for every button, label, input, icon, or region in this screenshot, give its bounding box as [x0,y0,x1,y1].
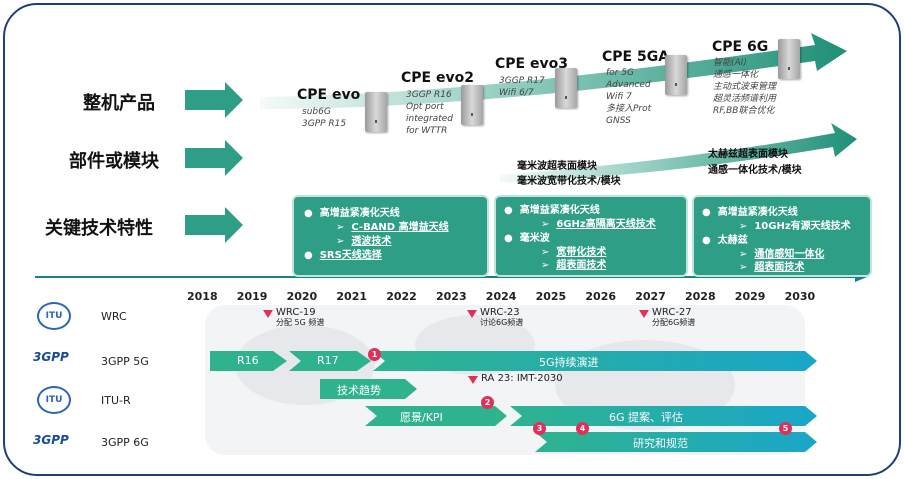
pill-proposal-label: 6G 提案、评估 [609,411,684,424]
itu-logo-wrc: ITU [37,302,71,330]
wrc19-marker [263,310,273,318]
row-arrow-modules [185,140,243,176]
pill-r17-label: R17 [317,354,339,367]
pill-tech-trend-label: 技术趋势 [337,384,381,397]
feature-box-1-bullet-2: ● SRS天线选择 [304,250,382,261]
feature-box-3-sub-3: ➢ 超表面技术 [739,262,805,273]
3gpp-logo-6g: 3GPP [33,433,69,447]
year-label: 2020 [286,290,318,303]
feature-box-2-sub-2: ➢ 宽带化技术 [541,247,607,258]
marker-5: 5 [779,422,792,435]
feature-box-3-sub-1: ➢ 10GHz有源天线技术 [739,221,851,232]
cpe-evo3-desc: 3GGP R17 Wifi 6/7 [499,76,545,98]
year-label: 2025 [535,290,567,303]
marker-4: 4 [576,422,589,435]
org-3gpp-6g: 3GPP 6G [101,436,149,449]
module-mm-wideband: 毫米波宽带化技术/模块 [517,176,621,187]
wrc27-marker [639,310,649,318]
marker-2: 2 [481,396,494,409]
pill-evolution-label: 5G持续演进 [539,356,599,369]
feature-box-2: ● 高增益紧凑化天线 ➢ 6GHz高隔离天线技术 ● 毫米波 ➢ 宽带化技术 ➢… [494,195,688,277]
year-label: 2018 [187,290,218,303]
module-mm-surface: 毫米波超表面模块 [517,161,597,172]
row-label-modules: 部件或模块 [69,151,159,172]
year-label: 2022 [386,290,417,303]
feature-box-2-sub-1: ➢ 6GHz高隔离天线技术 [541,219,656,230]
module-isac: 通感一体化技术/模块 [708,165,802,176]
year-label: 2026 [585,290,617,303]
pill-r16-label: R16 [237,354,259,367]
cpe-5ga-title: CPE 5GA [602,49,670,65]
pill-r16 [210,351,287,371]
feature-box-3-bullet-2: ● 太赫兹 [702,235,748,246]
marker-3: 3 [533,422,546,435]
3gpp-logo-5g: 3GPP [33,350,69,364]
decor-layer [35,33,867,455]
roadmap-frame: 整机产品 部件或模块 关键技术特性 CPE evo sub6G 3GPP R15… [3,3,901,476]
feature-box-2-sub-3: ➢ 超表面技术 [541,260,607,271]
marker-1: 1 [368,348,381,361]
cpe-evo3-title: CPE evo3 [495,56,568,72]
org-3gpp-5g: 3GPP 5G [101,355,149,368]
feature-box-3-sub-2: ➢ 通信感知一体化 [739,249,825,260]
cpe-evo2-title: CPE evo2 [401,70,474,86]
itu-logo-itur: ITU [37,386,71,414]
feature-box-3: ● 高增益紧凑化天线 ➢ 10GHz有源天线技术 ● 太赫兹 ➢ 通信感知一体化… [692,195,872,277]
cpe-5ga-device [665,55,687,95]
cpe-evo2-device [461,85,483,125]
feature-box-2-bullet-1: ● 高增益紧凑化天线 [504,205,600,216]
feature-box-1-sub-1: ➢ C-BAND 高增益天线 [336,222,449,233]
cpe-6g-device [778,39,800,79]
feature-box-2-bullet-2: ● 毫米波 [504,233,550,244]
year-label: 2023 [436,290,467,303]
cpe-evo-device [365,92,387,132]
module-trend-arrow [500,123,857,183]
row-arrow-products [185,82,243,118]
year-label: 2019 [236,290,268,303]
pill-vision-label: 愿景/KPI [400,411,443,424]
year-label: 2027 [635,290,666,303]
year-label: 2024 [485,290,517,303]
event-ra23: RA 23: IMT-2030 [481,373,563,384]
pill-r17 [289,351,371,371]
feature-box-1-bullet-1: ● 高增益紧凑化天线 [304,208,400,219]
cpe-evo3-device [555,68,577,108]
year-label: 2030 [784,290,816,303]
row-label-features: 关键技术特性 [45,218,153,239]
pill-6g-proposal [510,406,817,426]
pill-research-label: 研究和规范 [633,437,688,450]
ra23-marker [468,376,478,384]
cpe-evo2-desc: 3GGP R16 Opt port integrated for WTTR [406,90,453,136]
feature-box-3-bullet-1: ● 高增益紧凑化天线 [702,207,798,218]
feature-box-1: ● 高增益紧凑化天线 ➢ C-BAND 高增益天线 ➢ 透波技术 ● SRS天线… [292,195,489,277]
year-label: 2028 [685,290,716,303]
org-wrc: WRC [101,310,127,323]
row-arrow-features [185,207,243,243]
year-label: 2021 [336,290,368,303]
cpe-6g-desc: 智能(AI) 通感一体化 主动式波束管理 超灵活频谱利用 RF,BB联合优化 [713,58,777,116]
pill-tech-trend [320,379,417,399]
org-itu-r: ITU-R [101,394,131,407]
cpe-evo-title: CPE evo [297,87,361,103]
row-label-products: 整机产品 [83,93,155,114]
wrc23-marker [467,310,477,318]
product-trend-arrow [260,33,847,109]
pill-research [535,432,817,452]
pill-5g-evolution [373,351,817,371]
module-thz-surface: 太赫兹超表面模块 [708,149,788,160]
year-label: 2029 [734,290,766,303]
cpe-6g-title: CPE 6G [712,39,769,55]
cpe-5ga-desc: for 5G Advanced Wifi 7 多接入Prot GNSS [606,68,652,126]
pill-vision [365,406,507,426]
cpe-evo-desc: sub6G 3GPP R15 [302,107,347,129]
feature-box-1-sub-2: ➢ 透波技术 [336,236,392,247]
